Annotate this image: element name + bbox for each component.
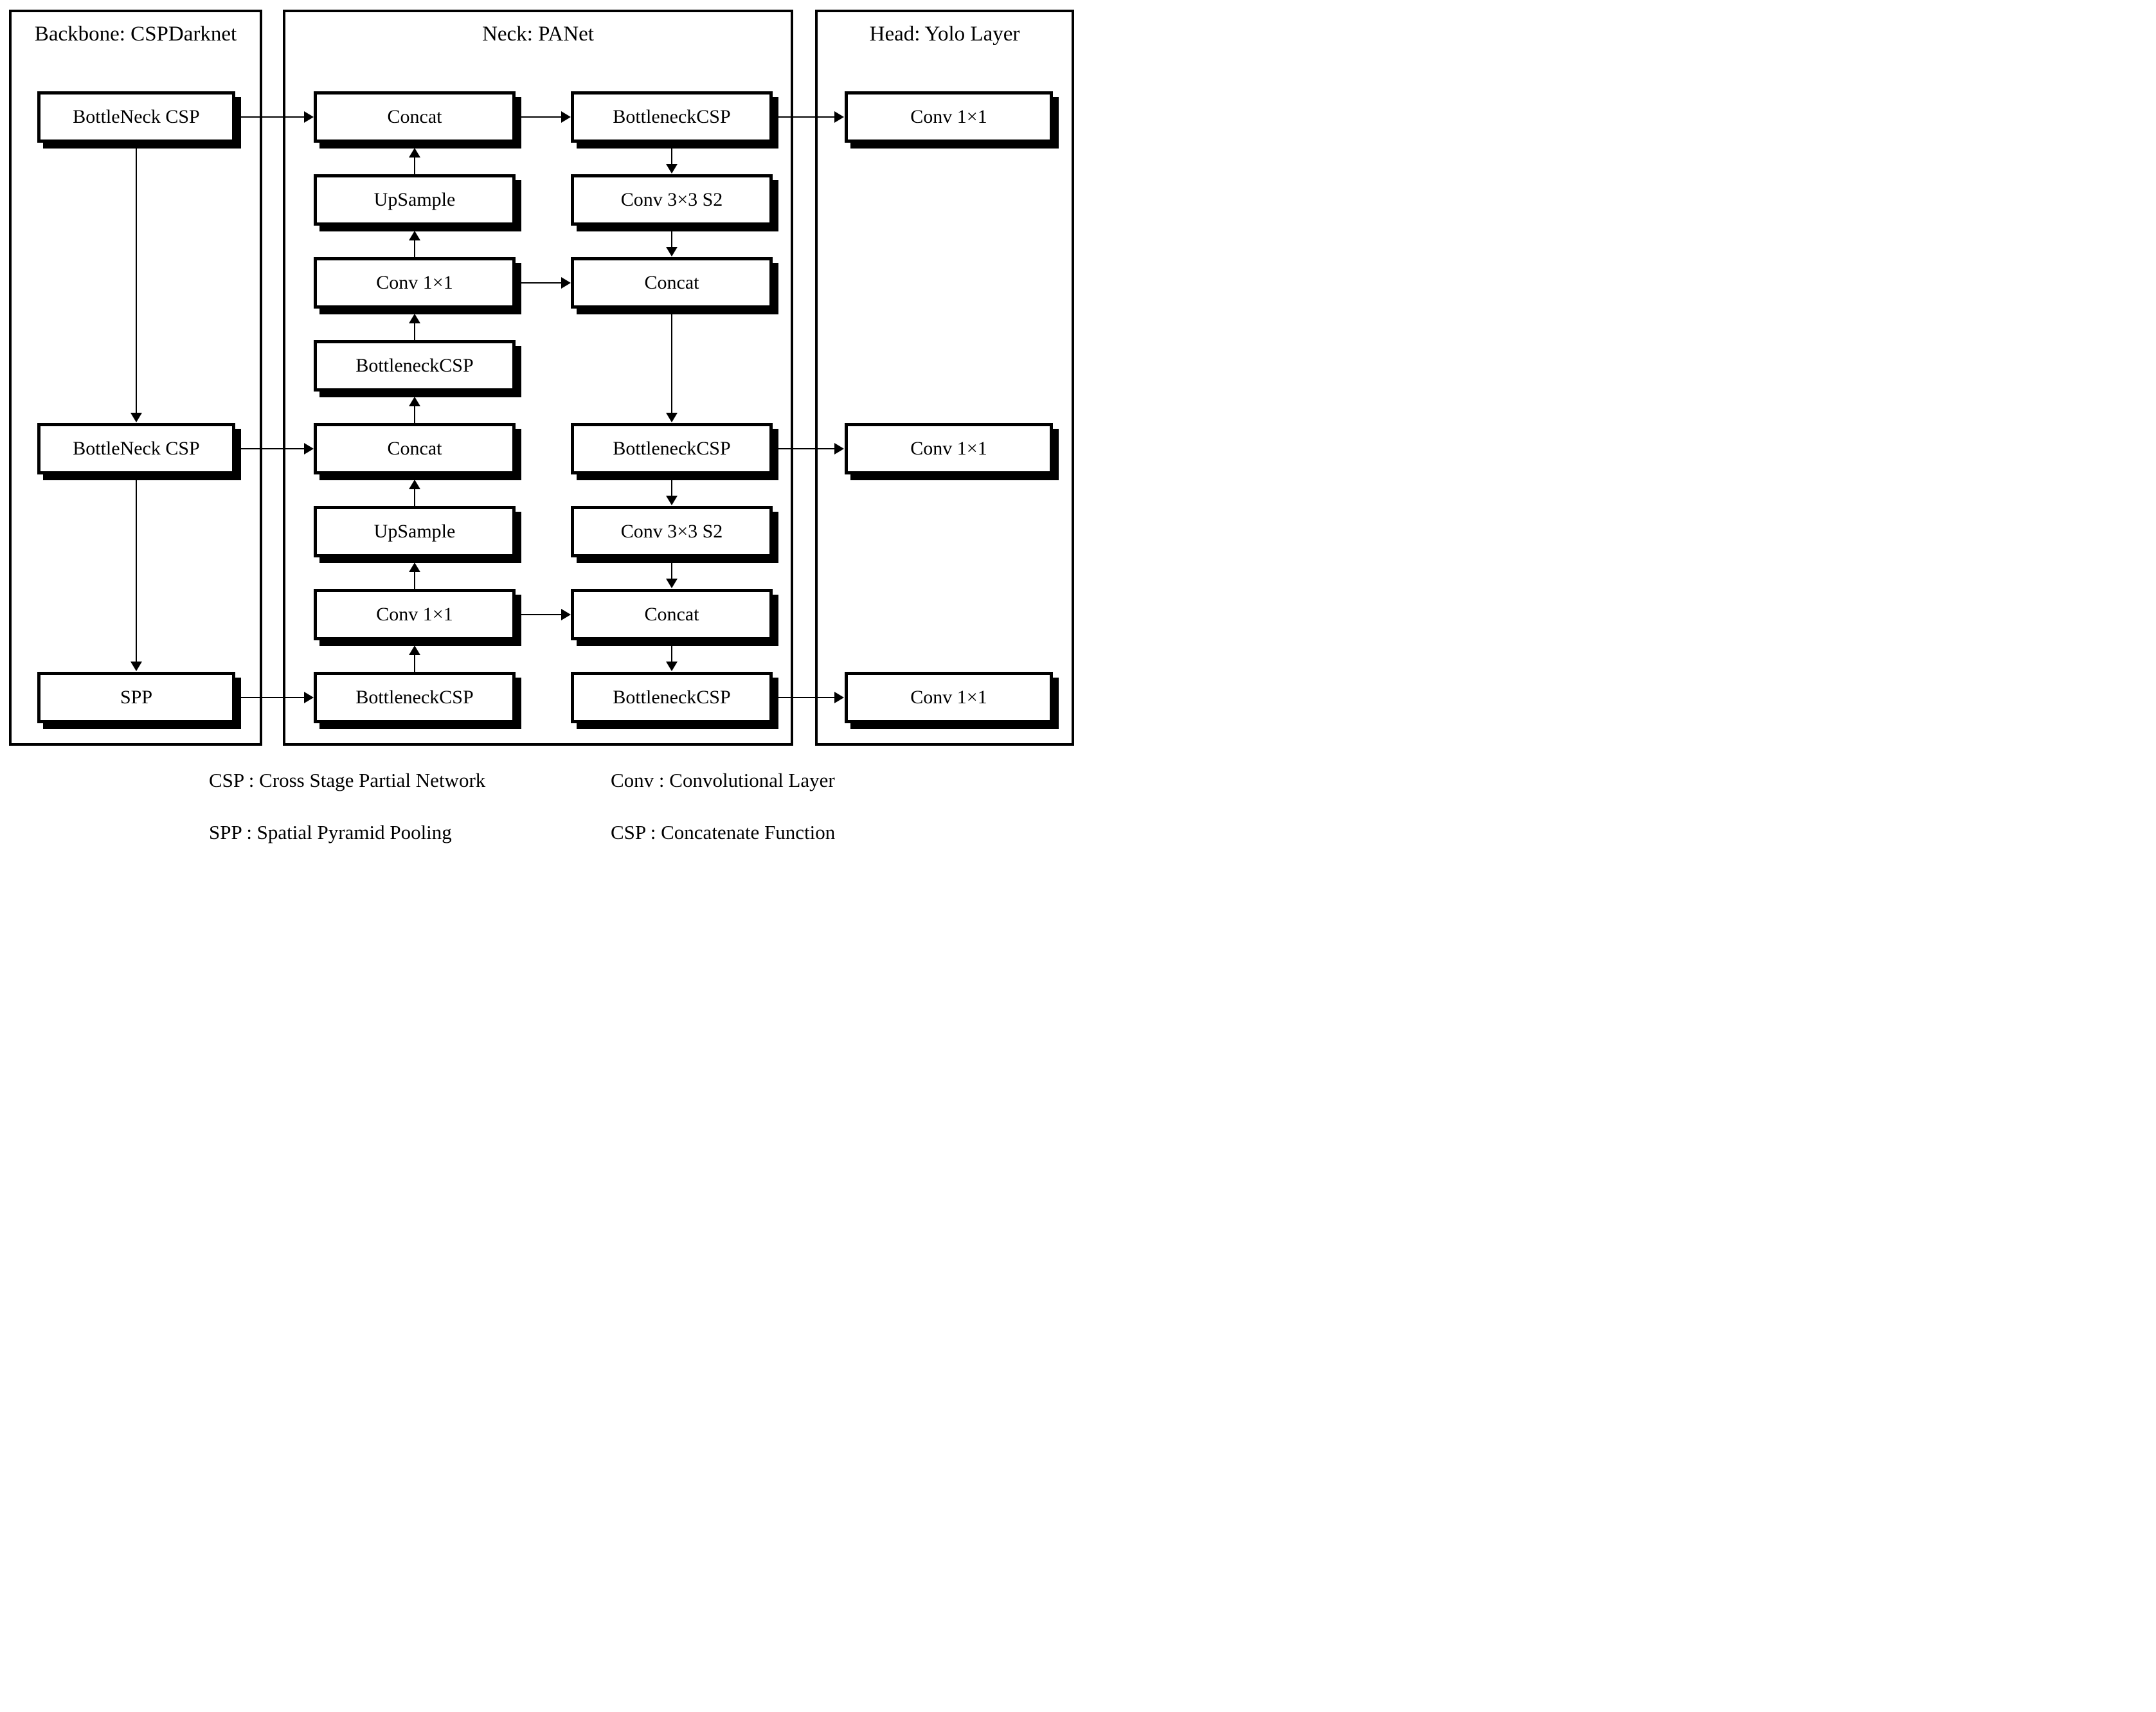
arrowhead-up-icon xyxy=(409,563,420,572)
backbone-panel: Backbone: CSPDarknet xyxy=(9,10,262,746)
node-backbone-bottleneck-csp-2: BottleNeck CSP xyxy=(37,423,235,474)
node-neck-left-concat-1: Concat xyxy=(314,91,516,143)
arrow-line-backbone1-to-neck xyxy=(235,116,305,118)
arrow-line-rbncsp1-to-head1 xyxy=(773,116,835,118)
architecture-diagram: Backbone: CSPDarknet Neck: PANet Head: Y… xyxy=(0,0,1078,856)
node-neck-right-conv3x3s2-2: Conv 3×3 S2 xyxy=(571,506,773,557)
arrow-line-rbncsp2-to-conv3x3-2 xyxy=(671,480,672,496)
node-neck-left-upsample-2: UpSample xyxy=(314,506,516,557)
node-backbone-spp: SPP xyxy=(37,672,235,723)
node-head-conv1x1-1: Conv 1×1 xyxy=(845,91,1053,143)
arrowhead-down-icon xyxy=(666,247,678,257)
node-head-conv1x1-2: Conv 1×1 xyxy=(845,423,1053,474)
arrow-line-conv3x3-2-to-concat2 xyxy=(671,563,672,579)
arrowhead-right-icon xyxy=(834,111,844,123)
node-backbone-bottleneck-csp-1: BottleNeck CSP xyxy=(37,91,235,143)
arrow-line-backbone2-to-neck xyxy=(235,448,305,449)
arrow-line-rbncsp1-to-conv3x3-1 xyxy=(671,148,672,164)
arrowhead-right-icon xyxy=(561,609,571,620)
arrowhead-right-icon xyxy=(834,443,844,455)
arrow-line-conv1-to-upsample1 xyxy=(414,240,415,257)
neck-panel: Neck: PANet xyxy=(283,10,793,746)
node-neck-right-concat-1: Concat xyxy=(571,257,773,309)
arrowhead-down-icon xyxy=(130,662,142,671)
node-neck-right-conv3x3s2-1: Conv 3×3 S2 xyxy=(571,174,773,226)
node-head-conv1x1-3: Conv 1×1 xyxy=(845,672,1053,723)
arrowhead-down-icon xyxy=(666,579,678,588)
arrowhead-down-icon xyxy=(666,662,678,671)
arrowhead-down-icon xyxy=(666,413,678,422)
arrowhead-right-icon xyxy=(561,111,571,123)
arrow-line-rbncsp3-to-head3 xyxy=(773,697,835,698)
legend-spp: SPP : Spatial Pyramid Pooling xyxy=(209,821,452,843)
arrow-line-concat2-to-bncsp1 xyxy=(414,406,415,423)
arrow-line-upsample1-to-concat1 xyxy=(414,158,415,174)
arrowhead-down-icon xyxy=(130,413,142,422)
legend-conv: Conv : Convolutional Layer xyxy=(611,769,835,791)
arrowhead-up-icon xyxy=(409,397,420,406)
node-neck-left-conv1x1-2: Conv 1×1 xyxy=(314,589,516,640)
arrow-line-concat1-to-rbncsp2 xyxy=(671,314,672,413)
arrow-line-concat1-to-rbncsp1 xyxy=(516,116,562,118)
node-neck-right-bottleneckcsp-3: BottleneckCSP xyxy=(571,672,773,723)
arrow-line-conv2-to-rconcat2 xyxy=(516,614,562,615)
arrowhead-right-icon xyxy=(834,692,844,703)
arrow-line-conv1-to-rconcat1 xyxy=(516,282,562,284)
node-neck-right-bottleneckcsp-2: BottleneckCSP xyxy=(571,423,773,474)
node-neck-right-bottleneckcsp-1: BottleneckCSP xyxy=(571,91,773,143)
arrowhead-right-icon xyxy=(304,111,314,123)
arrow-line-bncsp1-to-conv1 xyxy=(414,323,415,340)
arrowhead-up-icon xyxy=(409,148,420,158)
head-panel-title: Head: Yolo Layer xyxy=(869,23,1020,46)
legend-csp-cross-stage: CSP : Cross Stage Partial Network xyxy=(209,769,486,791)
node-neck-left-bottleneckcsp-2: BottleneckCSP xyxy=(314,672,516,723)
node-neck-left-conv1x1-1: Conv 1×1 xyxy=(314,257,516,309)
arrowhead-down-icon xyxy=(666,164,678,174)
arrow-line-conv3x3-1-to-concat1 xyxy=(671,231,672,247)
legend-csp-concatenate: CSP : Concatenate Function xyxy=(611,821,836,843)
arrow-line-spp-to-neck xyxy=(235,697,305,698)
node-neck-left-upsample-1: UpSample xyxy=(314,174,516,226)
arrowhead-right-icon xyxy=(304,692,314,703)
arrow-line-backbone-2-to-spp xyxy=(136,474,137,662)
neck-panel-title: Neck: PANet xyxy=(482,23,594,46)
arrow-line-backbone-1-to-2 xyxy=(136,143,137,413)
arrowhead-up-icon xyxy=(409,314,420,323)
node-neck-right-concat-2: Concat xyxy=(571,589,773,640)
arrowhead-right-icon xyxy=(561,277,571,289)
arrowhead-right-icon xyxy=(304,443,314,455)
arrow-line-upsample2-to-concat2 xyxy=(414,489,415,506)
arrowhead-up-icon xyxy=(409,480,420,489)
arrow-line-conv2-to-upsample2 xyxy=(414,572,415,589)
node-neck-left-concat-2: Concat xyxy=(314,423,516,474)
arrowhead-up-icon xyxy=(409,645,420,655)
node-neck-left-bottleneckcsp-1: BottleneckCSP xyxy=(314,340,516,392)
head-panel: Head: Yolo Layer xyxy=(815,10,1074,746)
arrowhead-up-icon xyxy=(409,231,420,240)
backbone-panel-title: Backbone: CSPDarknet xyxy=(34,23,237,46)
arrowhead-down-icon xyxy=(666,496,678,505)
arrow-line-concat2-to-rbncsp3 xyxy=(671,645,672,662)
arrow-line-rbncsp2-to-head2 xyxy=(773,448,835,449)
arrow-line-bncsp2-to-conv2 xyxy=(414,655,415,672)
